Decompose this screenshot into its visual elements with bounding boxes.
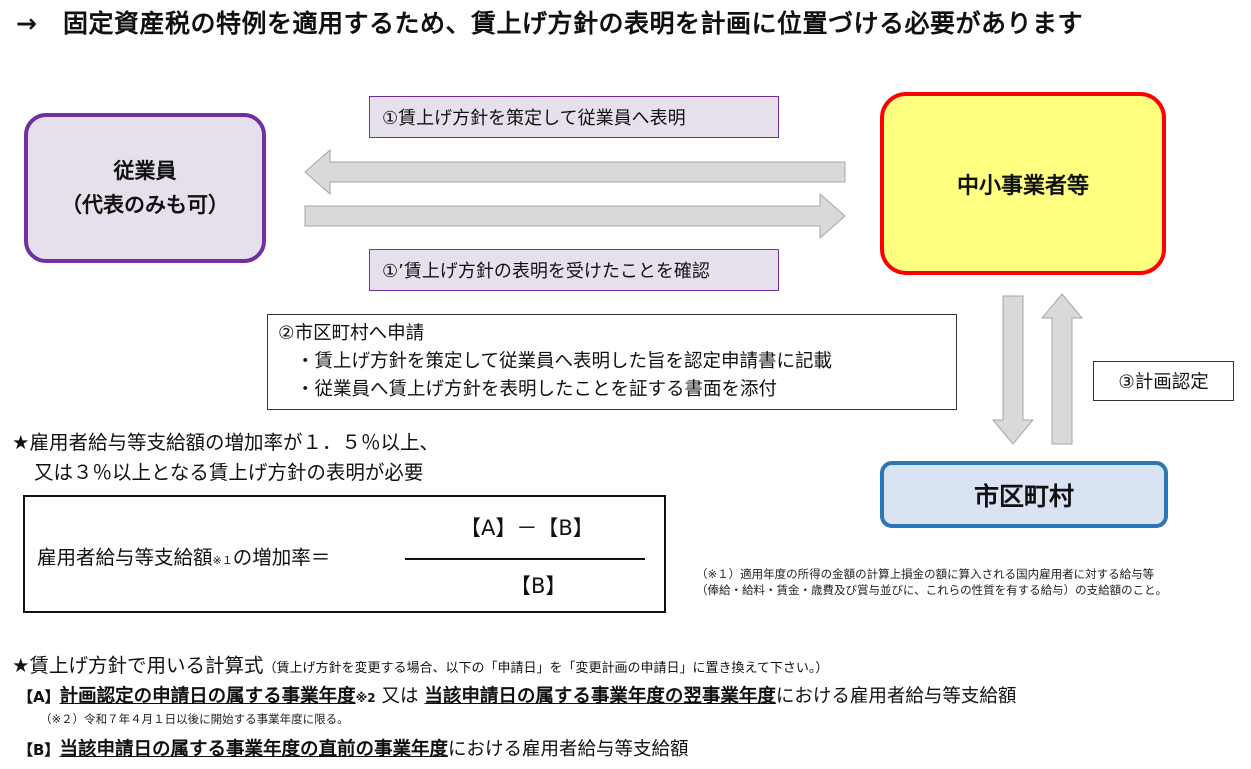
footnote-1-line2: （俸給・給料・賃金・歳費及び賞与並びに、これらの性質を有する給与）の支給額のこと… [696, 583, 1168, 597]
calc-a-or: 又は [375, 686, 425, 707]
arrow-up-step3 [1040, 293, 1084, 445]
calc-line-a: 【A】計画認定の申請日の属する事業年度※2 又は 当該申請日の属する事業年度の翌… [18, 682, 1016, 708]
fraction-bar [405, 558, 645, 560]
city-node: 市区町村 [880, 461, 1168, 528]
formula-lhs-text: 雇用者給与等支給額 [37, 546, 213, 569]
step1b-label: ①’賃上げ方針の表明を受けたことを確認 [369, 249, 779, 291]
arrow-down-step2 [991, 295, 1035, 445]
calc-a-part1: 計画認定の申請日の属する事業年度 [59, 686, 356, 707]
arrow-right-step1b [304, 192, 846, 240]
employee-sublabel: （代表のみも可） [61, 193, 229, 217]
arrow-left-step1 [304, 148, 846, 196]
calc-b-part1: 当該申請日の属する事業年度の直前の事業年度 [59, 739, 448, 760]
formula-lhs-note: ※１ [212, 554, 233, 567]
footnote-2: （※２）令和７年４月１日以後に開始する事業年度に限る。 [40, 712, 349, 726]
formula-box: 雇用者給与等支給額※１の増加率＝ 【A】－【B】 【B】 [23, 495, 666, 613]
calc-heading-text: ★賃上げ方針で用いる計算式 [12, 654, 264, 677]
sme-label: 中小事業者等 [956, 173, 1089, 199]
step2-item: ・賃上げ方針を策定して従業員へ表明した旨を認定申請書に記載 [296, 351, 832, 372]
requirement-text: ★雇用者給与等支給額の増加率が１．５％以上、 又は３％以上となる賃上げ方針の表明… [12, 428, 439, 488]
formula-denominator: 【B】 [510, 574, 567, 598]
employee-label: 従業員 [113, 159, 177, 183]
formula-lhs: 雇用者給与等支給額※１の増加率＝ [37, 541, 330, 570]
employee-node: 従業員 （代表のみも可） [24, 113, 266, 263]
step2-box: ②市区町村へ申請 ・賃上げ方針を策定して従業員へ表明した旨を認定申請書に記載 ・… [267, 314, 957, 410]
page-title: → 固定資産税の特例を適用するため、賃上げ方針の表明を計画に位置づける必要があり… [16, 9, 1083, 38]
sme-node: 中小事業者等 [880, 92, 1166, 275]
step1-label: ①賃上げ方針を策定して従業員へ表明 [369, 96, 779, 138]
footnote-1-line1: （※１）適用年度の所得の金額の計算上損金の額に算入される国内雇用者に対する給与等 [696, 567, 1155, 581]
requirement-line1: ★雇用者給与等支給額の増加率が１．５％以上、 [12, 431, 439, 454]
calc-a-key: 【A】 [18, 688, 60, 706]
formula-lhs-suffix: の増加率＝ [232, 546, 331, 569]
formula-numerator: 【A】－【B】 [460, 516, 594, 540]
footnote-1: （※１）適用年度の所得の金額の計算上損金の額に算入される国内雇用者に対する給与等… [696, 566, 1167, 598]
step3-label: ③計画認定 [1093, 361, 1234, 401]
city-label: 市区町村 [973, 481, 1074, 511]
calc-heading-note: （賃上げ方針を変更する場合、以下の「申請日」を「変更計画の申請日」に置き換えて下… [263, 661, 829, 676]
calc-heading: ★賃上げ方針で用いる計算式（賃上げ方針を変更する場合、以下の「申請日」を「変更計… [12, 649, 828, 678]
requirement-line2: 又は３％以上となる賃上げ方針の表明が必要 [34, 461, 424, 484]
calc-b-suffix: における雇用者給与等支給額 [447, 739, 689, 760]
calc-a-note: ※2 [355, 691, 376, 705]
step2-title: ②市区町村へ申請 [278, 323, 425, 344]
calc-line-b: 【B】当該申請日の属する事業年度の直前の事業年度における雇用者給与等支給額 [18, 735, 688, 761]
calc-b-key: 【B】 [18, 741, 60, 759]
step2-item: ・従業員へ賃上げ方針を表明したことを証する書面を添付 [296, 379, 778, 400]
calc-a-suffix: における雇用者給与等支給額 [775, 686, 1017, 707]
calc-a-part2: 当該申請日の属する事業年度の翌事業年度 [424, 686, 776, 707]
